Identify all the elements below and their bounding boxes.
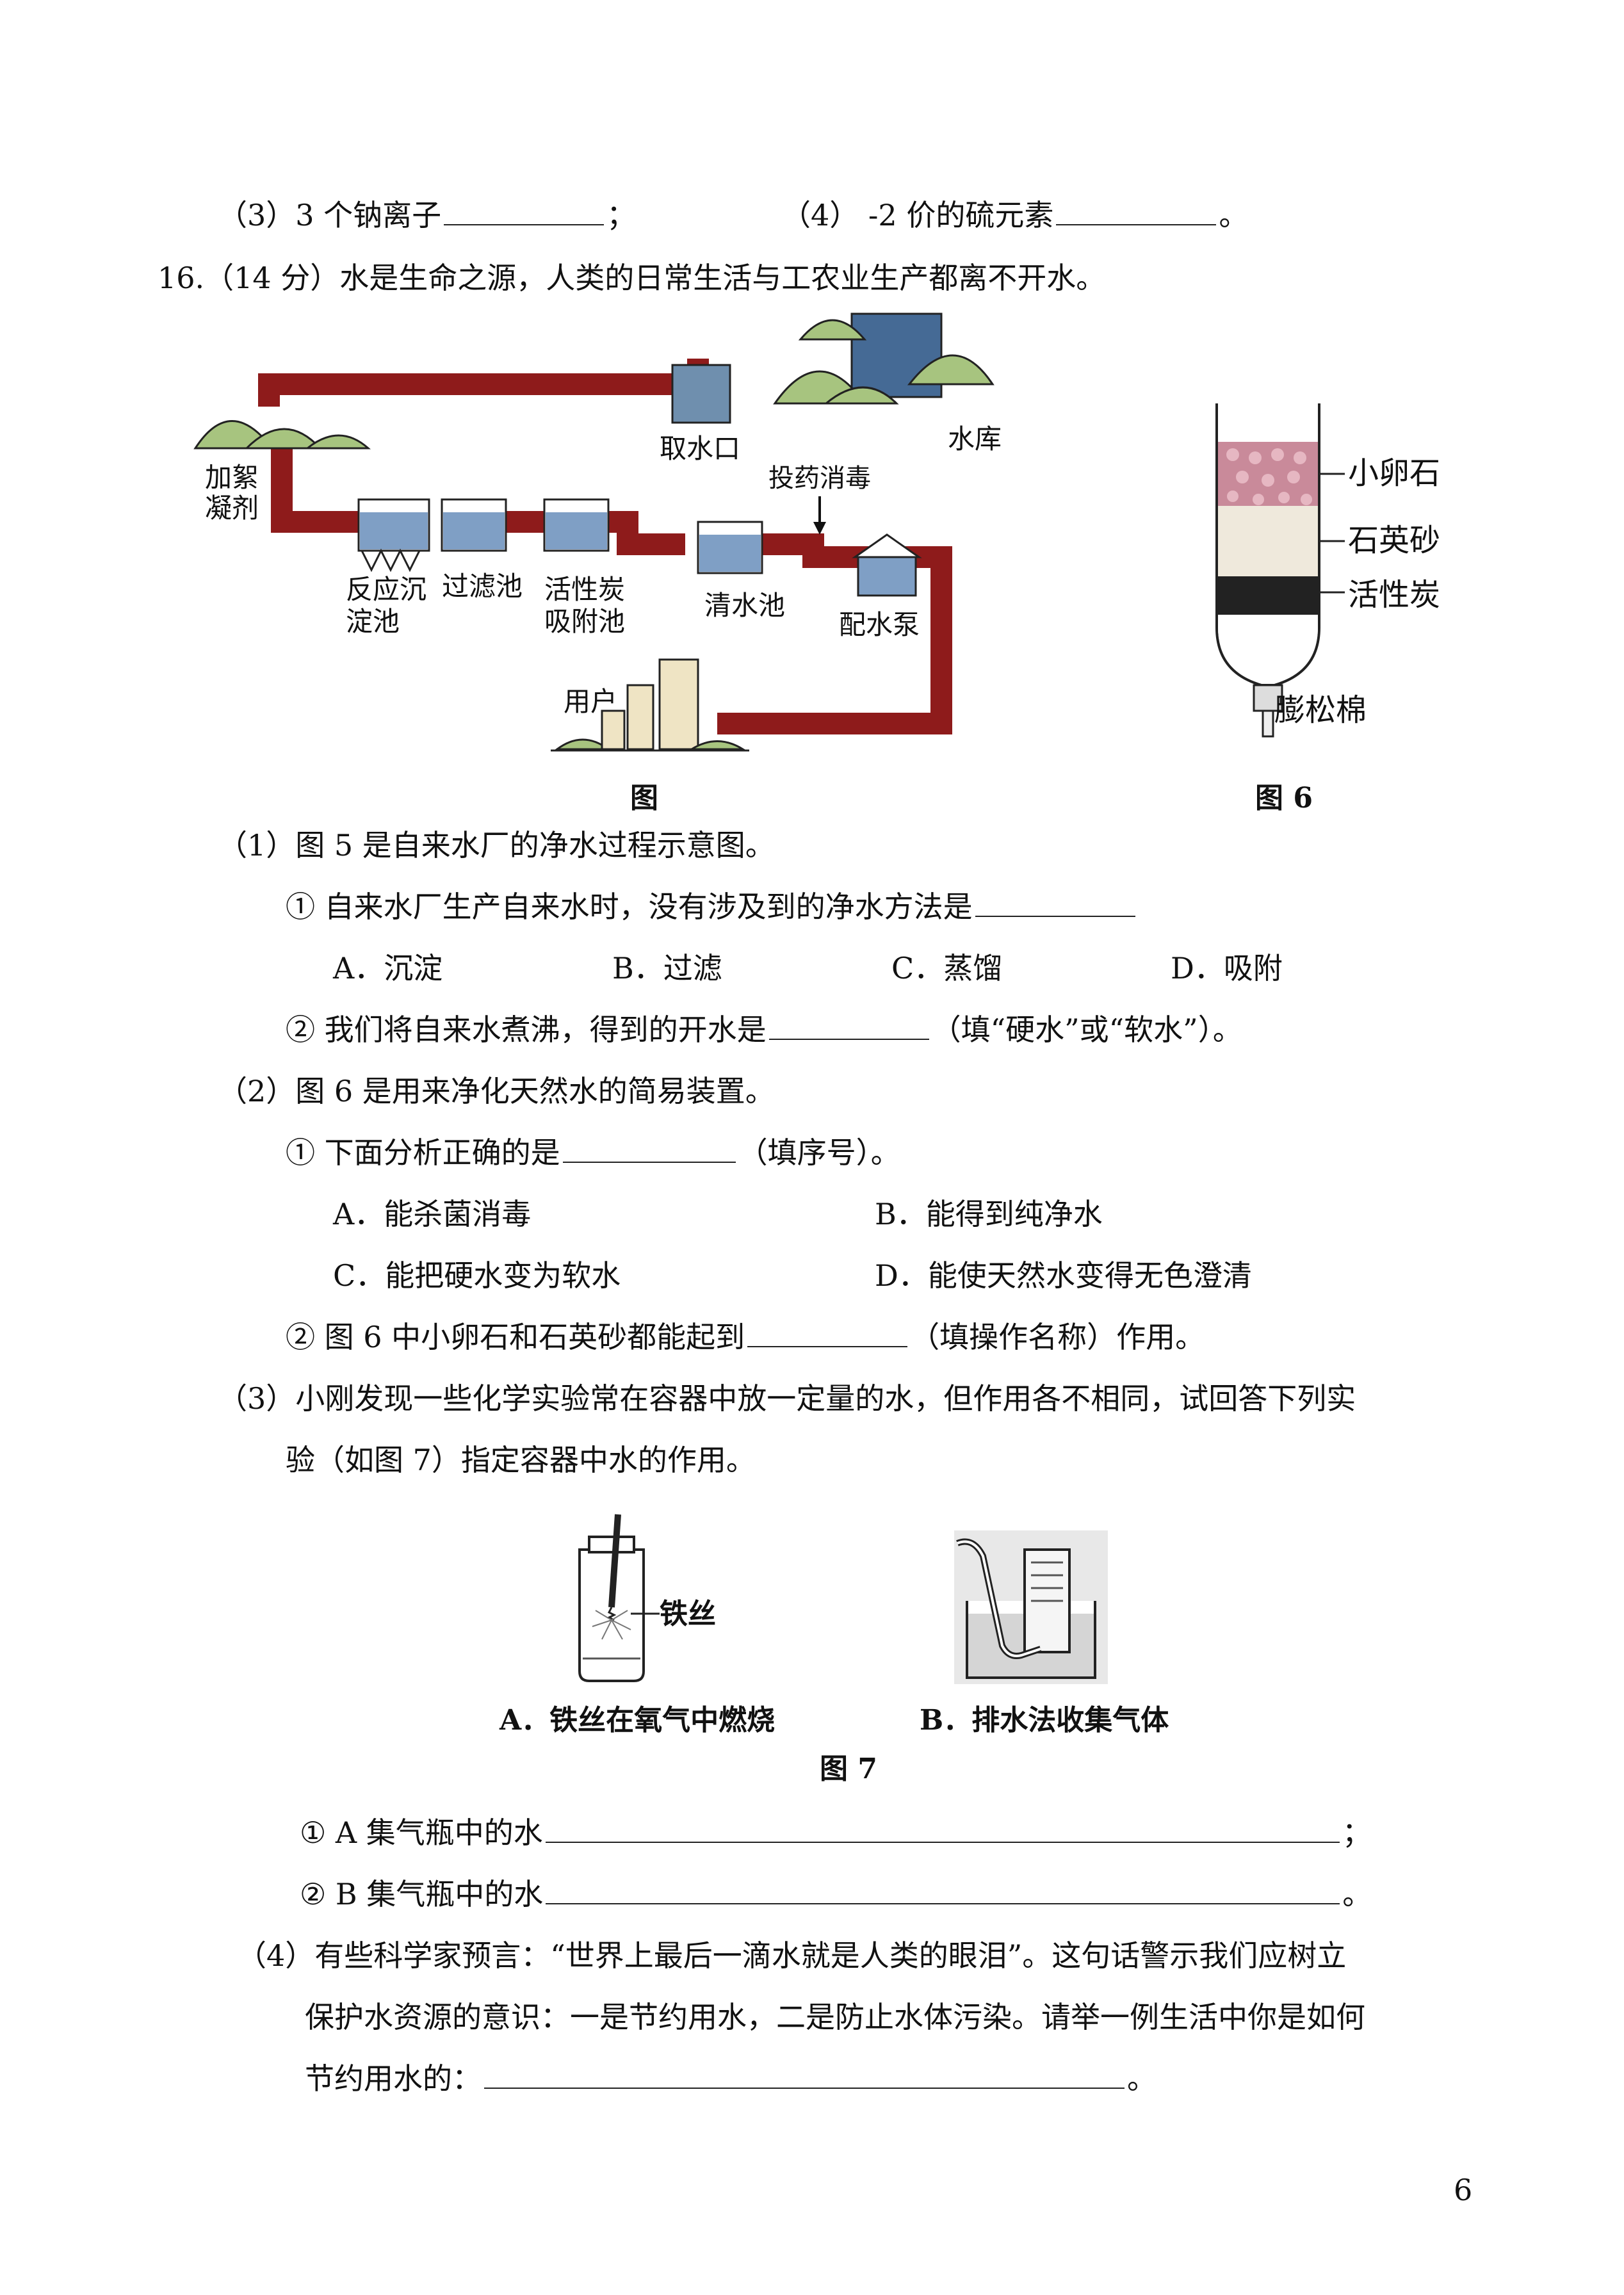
label-disinfect: 投药消毒: [768, 464, 871, 493]
p2-s1-end: （填序号）。: [738, 1135, 900, 1170]
filter-tank-icon: [441, 498, 507, 552]
figure-7a-caption: A．铁丝在氧气中燃烧: [499, 1704, 775, 1737]
reservoir-icon: [773, 312, 995, 405]
p1-title: （1）图 5 是自来水厂的净水过程示意图。: [218, 828, 775, 863]
figure-6-caption: 图 6: [1255, 782, 1313, 815]
label-coagulant-line2: 凝剂: [205, 492, 259, 524]
q15-item4-end: 。: [1219, 198, 1249, 232]
label-carbon-line1: 活性炭: [544, 574, 625, 605]
p4-blank[interactable]: [484, 2059, 1125, 2089]
p1-s2-end: （填“硬水”或“软水”）。: [931, 1012, 1242, 1047]
p3-s2: ② B 集气瓶中的水 。: [300, 1875, 1372, 1913]
p2-title: （2）图 6 是用来净化天然水的简易装置。: [218, 1074, 775, 1108]
clear-tank-icon: [697, 521, 763, 574]
figure-5-water-plant: 加絮 凝剂 取水口 水库 投药消毒 反应沉 淀池 过滤池 活性炭 吸附池 清水池: [193, 312, 1002, 752]
p4-line2: 保护水资源的意识：一是节约用水，二是防止水体污染。请举一例生活中你是如何: [305, 2000, 1365, 2034]
p2-s2-text: ② 图 6 中小卵石和石英砂都能起到: [286, 1320, 745, 1354]
spark-icon: [592, 1610, 631, 1640]
label-cotton: 膨松棉: [1274, 692, 1367, 728]
figure-7b-water-displacement: [954, 1530, 1108, 1684]
carbon-tank-icon: [543, 498, 610, 552]
q15-item4: （4） -2 价的硫元素 。: [781, 196, 1248, 234]
label-pebble: 小卵石: [1348, 455, 1440, 491]
outlet-tip-icon: [1262, 710, 1274, 738]
label-clear: 清水池: [704, 590, 785, 621]
p1-s2-text: ② 我们将自来水煮沸，得到的开水是: [286, 1012, 767, 1047]
p3-s2-text: ② B 集气瓶中的水: [300, 1877, 544, 1911]
intake-box-icon: [671, 364, 731, 424]
q16-stem: 16.（14 分）水是生命之源，人类的日常生活与工农业生产都离不开水。: [158, 261, 1106, 295]
disinfect-arrowhead-icon: [813, 522, 826, 535]
p4-line3: 节约用水的： 。: [305, 2059, 1157, 2098]
p3-title-line2: 验（如图 7）指定容器中水的作用。: [286, 1443, 756, 1477]
settle-tank-icon: [357, 498, 430, 572]
p4-line3-end: 。: [1127, 2061, 1157, 2096]
p1-s2: ② 我们将自来水煮沸，得到的开水是 （填“硬水”或“软水”）。: [286, 1010, 1242, 1049]
p2-s2: ② 图 6 中小卵石和石英砂都能起到 （填操作名称）作用。: [286, 1318, 1205, 1356]
p3-title-line1: （3）小刚发现一些化学实验常在容器中放一定量的水，但作用各不相同，试回答下列实: [218, 1381, 1356, 1416]
outlet-valve-icon: [1253, 684, 1283, 712]
label-settle-line1: 反应沉: [346, 574, 426, 605]
label-intake: 取水口: [660, 433, 740, 464]
label-filter: 过滤池: [442, 571, 523, 602]
p3-s2-blank[interactable]: [546, 1875, 1340, 1904]
figure-7a-iron-burning: 铁丝: [578, 1514, 716, 1682]
p1-s1-text: ① 自来水厂生产自来水时，没有涉及到的净水方法是: [286, 889, 973, 924]
q15-item4-blank[interactable]: [1056, 196, 1217, 225]
p3-s1-blank[interactable]: [545, 1813, 1340, 1843]
q15-item3: （3）3 个钠离子 ；: [218, 196, 636, 234]
p1-option-c: C．蒸馏: [891, 951, 1003, 985]
p2-option-b: B．能得到纯净水: [875, 1197, 1103, 1231]
figure-7-caption: 图 7: [820, 1753, 877, 1785]
p1-option-b: B．过滤: [612, 951, 722, 985]
label-settle-line2: 淀池: [346, 606, 400, 637]
p2-option-a: A．能杀菌消毒: [333, 1197, 532, 1231]
p1-s1: ① 自来水厂生产自来水时，没有涉及到的净水方法是: [286, 888, 1138, 926]
pebble-dots: [1226, 448, 1312, 505]
label-coagulant-line1: 加絮: [205, 462, 259, 493]
q15-item3-blank[interactable]: [444, 196, 605, 225]
label-user: 用户: [564, 686, 617, 717]
p2-s1: ① 下面分析正确的是 （填序号）。: [286, 1133, 900, 1172]
label-reservoir: 水库: [948, 423, 1002, 455]
p1-option-a: A．沉淀: [333, 951, 443, 985]
label-carbon-line2: 吸附池: [544, 606, 625, 637]
p2-s2-end: （填操作名称）作用。: [910, 1320, 1205, 1354]
p3-s1-end: ；: [1342, 1815, 1372, 1850]
label-sand: 石英砂: [1348, 523, 1440, 558]
sand-layer: [1218, 506, 1318, 576]
p4-line3-text: 节约用水的：: [305, 2061, 482, 2096]
p2-option-c: C．能把硬水变为软水: [333, 1258, 621, 1293]
q15-item3-end: ；: [606, 198, 637, 232]
p1-option-d: D．吸附: [1171, 951, 1283, 985]
p2-s1-blank[interactable]: [562, 1133, 736, 1163]
figure-5-caption: 图: [630, 782, 658, 815]
p2-s1-text: ① 下面分析正确的是: [286, 1135, 560, 1170]
cotton-layer: [1218, 615, 1318, 679]
p3-s1: ① A 集气瓶中的水 ；: [300, 1813, 1372, 1852]
coagulant-hills-icon: [193, 420, 371, 450]
p2-option-d: D．能使天然水变得无色澄清: [875, 1258, 1252, 1293]
label-pump: 配水泵: [839, 609, 920, 640]
q15-item4-text: （4） -2 价的硫元素: [781, 198, 1054, 232]
figure-6-filter: 小卵石 石英砂 活性炭 膨松棉: [1215, 403, 1440, 738]
label-iron-wire: 铁丝: [660, 1598, 716, 1630]
page-number: 6: [1454, 2173, 1473, 2207]
q15-item3-text: （3）3 个钠离子: [218, 198, 442, 232]
label-carbon-layer: 活性炭: [1348, 577, 1440, 613]
p3-s2-end: 。: [1342, 1877, 1372, 1911]
p4-line1: （4）有些科学家预言：“世界上最后一滴水就是人类的眼泪”。这句话警示我们应树立: [237, 1938, 1347, 1973]
p1-s1-blank[interactable]: [975, 888, 1135, 917]
p1-s2-blank[interactable]: [768, 1010, 929, 1040]
user-buildings-icon: [551, 658, 749, 752]
figure-7b-caption: B．排水法收集气体: [920, 1704, 1169, 1737]
carbon-layer: [1218, 576, 1318, 615]
pump-icon: [852, 533, 922, 597]
p2-s2-blank[interactable]: [747, 1318, 908, 1347]
p3-s1-text: ① A 集气瓶中的水: [300, 1815, 543, 1850]
